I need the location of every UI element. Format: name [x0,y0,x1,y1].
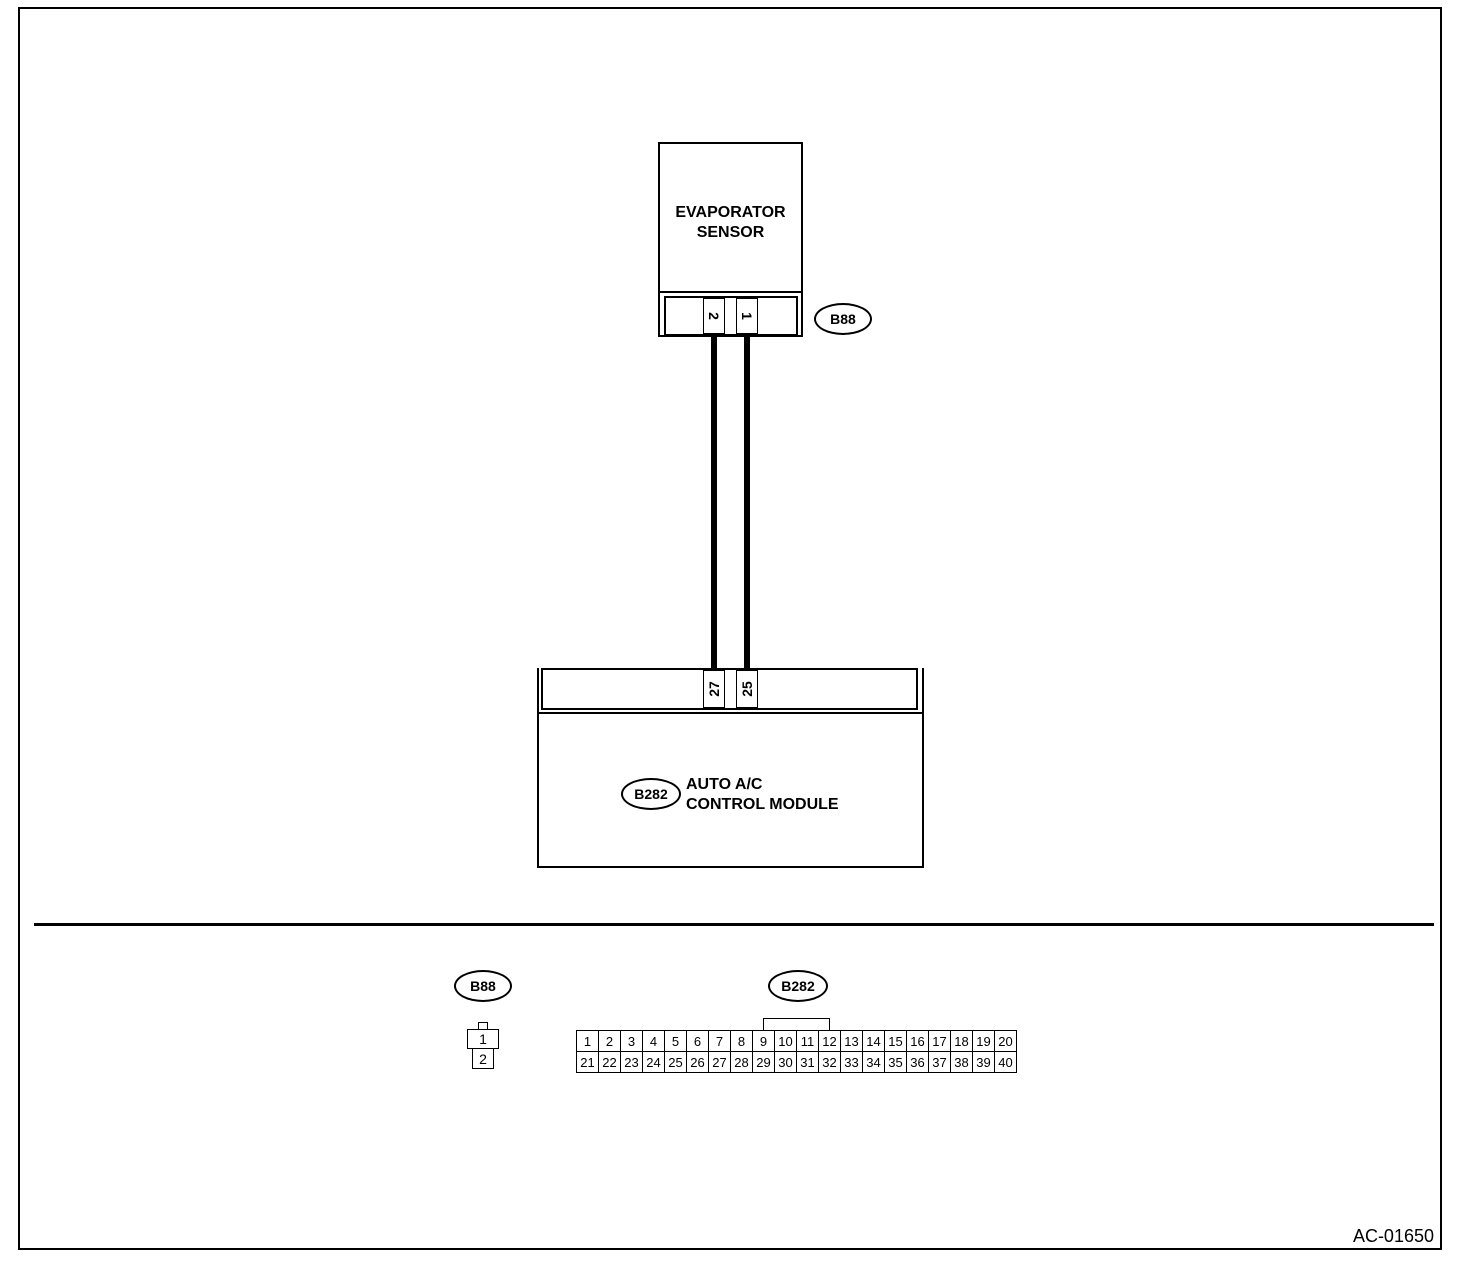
legend-b282-pin-19: 19 [973,1031,995,1052]
legend-b282-pin-4: 4 [643,1031,665,1052]
legend-b282-pin-39: 39 [973,1052,995,1073]
legend-b282-pin-22: 22 [599,1052,621,1073]
legend-b282-pin-35: 35 [885,1052,907,1073]
b282-pin-25: 25 [736,670,758,708]
legend-b282-pin-12: 12 [819,1031,841,1052]
legend-b282-pin-15: 15 [885,1031,907,1052]
legend-b282-pin-38: 38 [951,1052,973,1073]
evaporator-sensor-separator [658,291,803,293]
legend-b282-pin-5: 5 [665,1031,687,1052]
control-module-right-edge [922,668,924,714]
legend-b282-pin-14: 14 [863,1031,885,1052]
legend-b282-pin-33: 33 [841,1052,863,1073]
legend-b282-pin-23: 23 [621,1052,643,1073]
legend-b282-pin-7: 7 [709,1031,731,1052]
figure-code: AC-01650 [1352,1226,1434,1246]
b88-pin-2: 2 [703,298,725,334]
legend-b282-pin-16: 16 [907,1031,929,1052]
legend-b88-key [478,1022,488,1030]
b88-connector-oval: B88 [814,303,872,335]
legend-b282-pin-31: 31 [797,1052,819,1073]
legend-b282-pin-18: 18 [951,1031,973,1052]
evaporator-sensor-label: EVAPORATOR SENSOR [658,203,803,243]
legend-b282-pin-37: 37 [929,1052,951,1073]
legend-b88-pin-2: 2 [472,1049,494,1069]
b282-connector-body [541,668,918,710]
legend-b282-pin-24: 24 [643,1052,665,1073]
legend-b282-pin-30: 30 [775,1052,797,1073]
wire-pin1-to-pin25 [744,336,750,670]
evaporator-sensor-label-line1: EVAPORATOR [675,204,786,221]
legend-b282-pin-21: 21 [577,1052,599,1073]
legend-b282-pin-2: 2 [599,1031,621,1052]
legend-b282-pin-13: 13 [841,1031,863,1052]
b282-pin-27: 27 [703,670,725,708]
legend-b282-key [763,1018,830,1030]
b88-connector-body [664,296,798,336]
legend-b282-pin-8: 8 [731,1031,753,1052]
diagram-frame [18,7,1442,1250]
legend-b282-pin-25: 25 [665,1052,687,1073]
legend-b282-pin-10: 10 [775,1031,797,1052]
legend-b88-oval: B88 [454,970,512,1002]
legend-b282-pin-26: 26 [687,1052,709,1073]
legend-b282-pin-27: 27 [709,1052,731,1073]
legend-b282-pin-34: 34 [863,1052,885,1073]
legend-b282-pin-17: 17 [929,1031,951,1052]
legend-b282-pin-1: 1 [577,1031,599,1052]
legend-b282-pin-29: 29 [753,1052,775,1073]
legend-b282-pin-40: 40 [995,1052,1017,1073]
control-module-label-line1: AUTO A/C [686,776,763,793]
legend-b282-pin-20: 20 [995,1031,1017,1052]
wire-pin2-to-pin27 [711,336,717,670]
legend-b88-pin-1: 1 [467,1029,499,1049]
b88-pin-1: 1 [736,298,758,334]
legend-b282-pin-28: 28 [731,1052,753,1073]
control-module-box [537,712,924,868]
b282-connector-oval: B282 [621,778,681,810]
control-module-label: AUTO A/C CONTROL MODULE [686,775,839,815]
legend-b282-pin-11: 11 [797,1031,819,1052]
legend-b282-pin-3: 3 [621,1031,643,1052]
legend-b282-pin-6: 6 [687,1031,709,1052]
control-module-left-edge [537,668,539,714]
legend-b282-pin-32: 32 [819,1052,841,1073]
evaporator-sensor-label-line2: SENSOR [696,224,765,241]
legend-b282-oval: B282 [768,970,828,1002]
section-divider [34,923,1434,926]
legend-b282-pin-9: 9 [753,1031,775,1052]
legend-b282-pin-36: 36 [907,1052,929,1073]
control-module-label-line2: CONTROL MODULE [686,796,839,813]
